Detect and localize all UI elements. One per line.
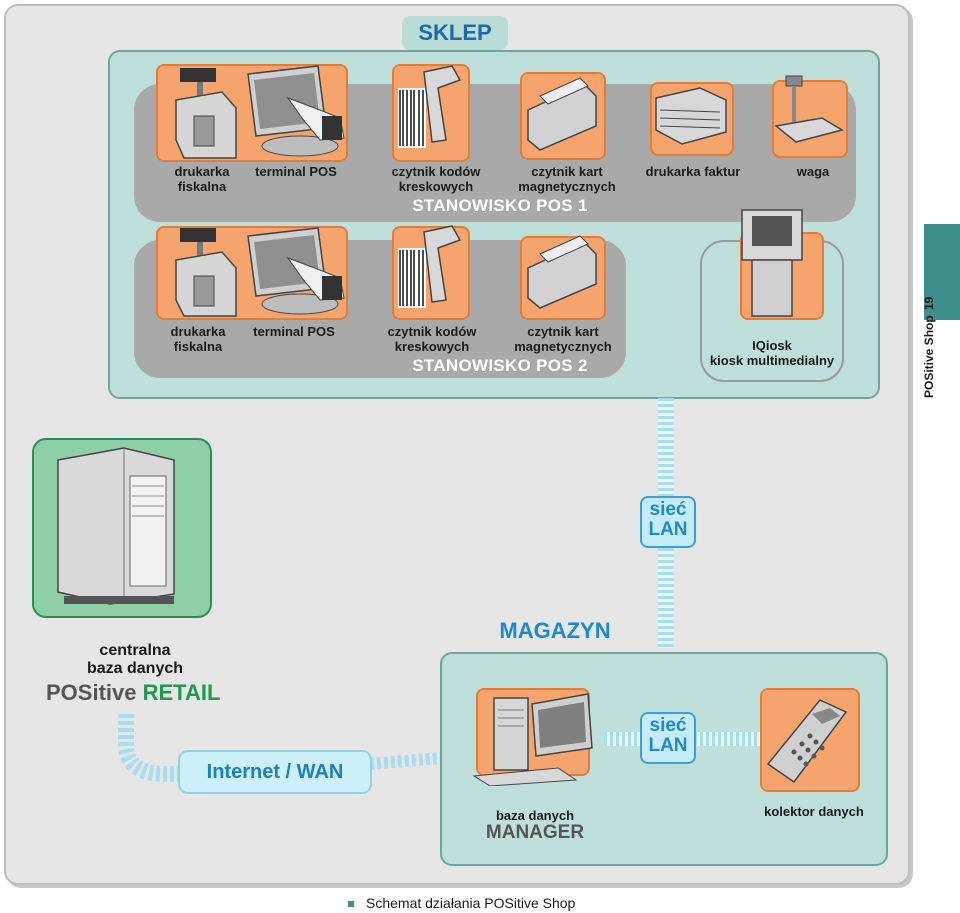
barcode-scanner-icon: [398, 65, 462, 148]
card-reader-icon: [527, 77, 597, 151]
label-manager-brand: MANAGER: [485, 822, 585, 843]
label-barcode-reader-2: czytnik kodów kreskowych: [387, 324, 477, 354]
label-kiosk-desc: kiosk multimedialny: [709, 353, 835, 368]
terminal-pos-icon: [247, 65, 345, 157]
magazyn-title: MAGAZYN: [499, 618, 611, 643]
label-manager-db: baza danych: [495, 808, 575, 823]
central-db-label-2: baza danych: [86, 660, 184, 677]
page-side-tab: [924, 224, 960, 320]
fiscal-printer-icon: [175, 228, 237, 317]
caption-bullet: [348, 901, 354, 907]
barcode-scanner-icon: [398, 225, 462, 308]
label-data-collector: kolektor danych: [764, 804, 864, 819]
scale-icon: [774, 75, 844, 143]
label-barcode-reader-1: czytnik kodów kreskowych: [391, 164, 481, 194]
pos1-strip-notch: [392, 192, 704, 222]
station-pos2-title: STANOWISKO POS 2: [412, 356, 588, 375]
label-card-reader-2: czytnik kart magnetycznych: [514, 324, 612, 354]
wan-cable: [118, 714, 441, 782]
data-collector-icon: [766, 699, 848, 784]
card-reader-icon: [527, 235, 597, 309]
label-fiscal-printer-2: drukarka fiskalna: [170, 324, 226, 354]
terminal-pos-icon: [247, 227, 345, 315]
label-kiosk-name: IQiosk: [752, 338, 792, 353]
central-db-label-1: centralna: [99, 642, 171, 659]
side-brand-text: POSitive Shop: [922, 315, 936, 398]
lan-badge-bottom: sieć LAN: [640, 712, 696, 764]
lan-badge-top: sieć LAN: [640, 496, 696, 548]
lan-badge-top-line1: sieć: [649, 499, 687, 520]
label-card-reader-1: czytnik kart magnetycznych: [518, 164, 616, 194]
label-invoice-printer: drukarka faktur: [645, 164, 741, 179]
lan-badge-top-line2: LAN: [648, 519, 688, 540]
label-terminal-pos-1: terminal POS: [255, 164, 337, 179]
positive-retail-brand: POSitive RETAIL: [46, 680, 246, 706]
brand-retail: RETAIL: [142, 680, 221, 705]
workstation-icon: [472, 693, 593, 786]
side-page-number: 19: [922, 296, 936, 310]
internet-wan-box: Internet / WAN: [178, 750, 372, 794]
label-scale: waga: [796, 164, 830, 179]
label-terminal-pos-2: terminal POS: [253, 324, 335, 339]
station-pos1-title: STANOWISKO POS 1: [412, 196, 588, 215]
brand-positive: POSitive: [46, 680, 137, 705]
fiscal-printer-icon: [175, 68, 237, 159]
server-icon: [57, 447, 175, 605]
lan-badge-bottom-line2: LAN: [648, 735, 688, 756]
invoice-printer-icon: [655, 87, 727, 145]
sklep-title: SKLEP: [402, 16, 508, 50]
lan-badge-bottom-line1: sieć: [649, 715, 687, 736]
figure-caption: Schemat działania POSitive Shop: [366, 895, 576, 911]
device-box-scale-1: [772, 80, 848, 158]
label-fiscal-printer-1: drukarka fiskalna: [174, 164, 230, 194]
kiosk-icon: [741, 209, 803, 317]
